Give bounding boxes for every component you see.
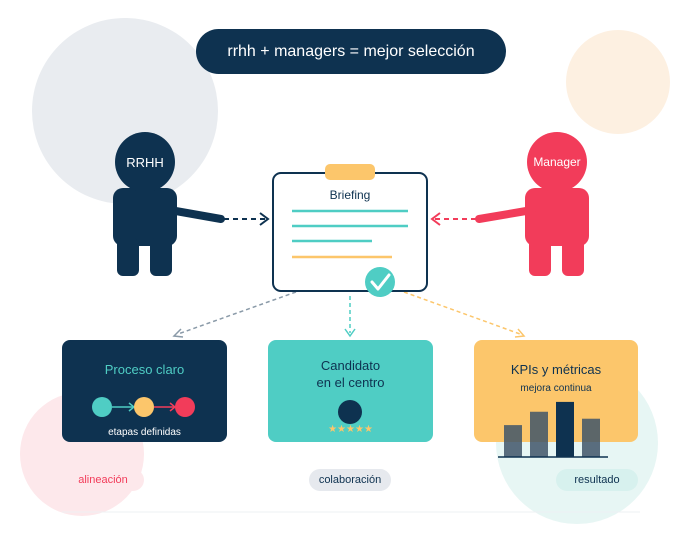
rrhh-label: RRHH (126, 154, 164, 170)
step-yellow (134, 397, 154, 417)
kpis-title: KPIs y métricas (510, 362, 602, 377)
manager-arrow (430, 212, 476, 226)
tag-alineacion: alineación (62, 469, 144, 491)
arrow-to-kpis (403, 291, 526, 338)
kpis-subtitle: mejora continua (520, 383, 592, 394)
step-teal (92, 397, 112, 417)
tag-colaboracion-label: colaboración (318, 474, 382, 486)
rrhh-figure-body (113, 188, 225, 276)
candidate-avatar (338, 400, 362, 424)
title-text: rrhh + managers = mejor selección (227, 42, 475, 60)
tag-colaboracion: colaboración (309, 469, 391, 491)
proceso-title: Proceso claro (104, 362, 185, 377)
rating-stars: ★★★★★ (328, 424, 373, 435)
kpi-bar-3 (556, 401, 574, 457)
candidato-title-line1: Candidato (320, 358, 381, 373)
rrhh-head: RRHH (115, 132, 175, 192)
candidato-card: Candidato en el centro ★★★★★ (268, 340, 433, 442)
proceso-subtitle: etapas definidas (108, 427, 181, 438)
arrow-to-proceso (172, 291, 297, 338)
manager-head: Manager (527, 132, 587, 192)
kpi-bar-2 (530, 411, 548, 457)
peach-bubble (566, 30, 670, 134)
briefing-title: Briefing (329, 188, 371, 202)
manager-label: Manager (533, 155, 581, 169)
title-pill: rrhh + managers = mejor selección (196, 29, 506, 74)
manager-figure-body (475, 188, 589, 276)
proceso-card: Proceso claro etapas definidas (62, 340, 227, 442)
arrow-to-candidato (344, 296, 356, 338)
kpi-bar-chart (498, 401, 608, 458)
tag-alineacion-label: alineación (78, 474, 128, 486)
step-red (175, 397, 195, 417)
rrhh-arrow (224, 212, 270, 226)
process-steps (92, 397, 195, 417)
tag-resultado-label: resultado (574, 474, 620, 486)
check-icon (365, 267, 395, 297)
kpi-bar-4 (582, 418, 600, 457)
kpi-bar-1 (504, 425, 522, 457)
candidato-title-line2: en el centro (316, 375, 385, 390)
tag-resultado: resultado (556, 469, 638, 491)
briefing-card (272, 164, 428, 292)
